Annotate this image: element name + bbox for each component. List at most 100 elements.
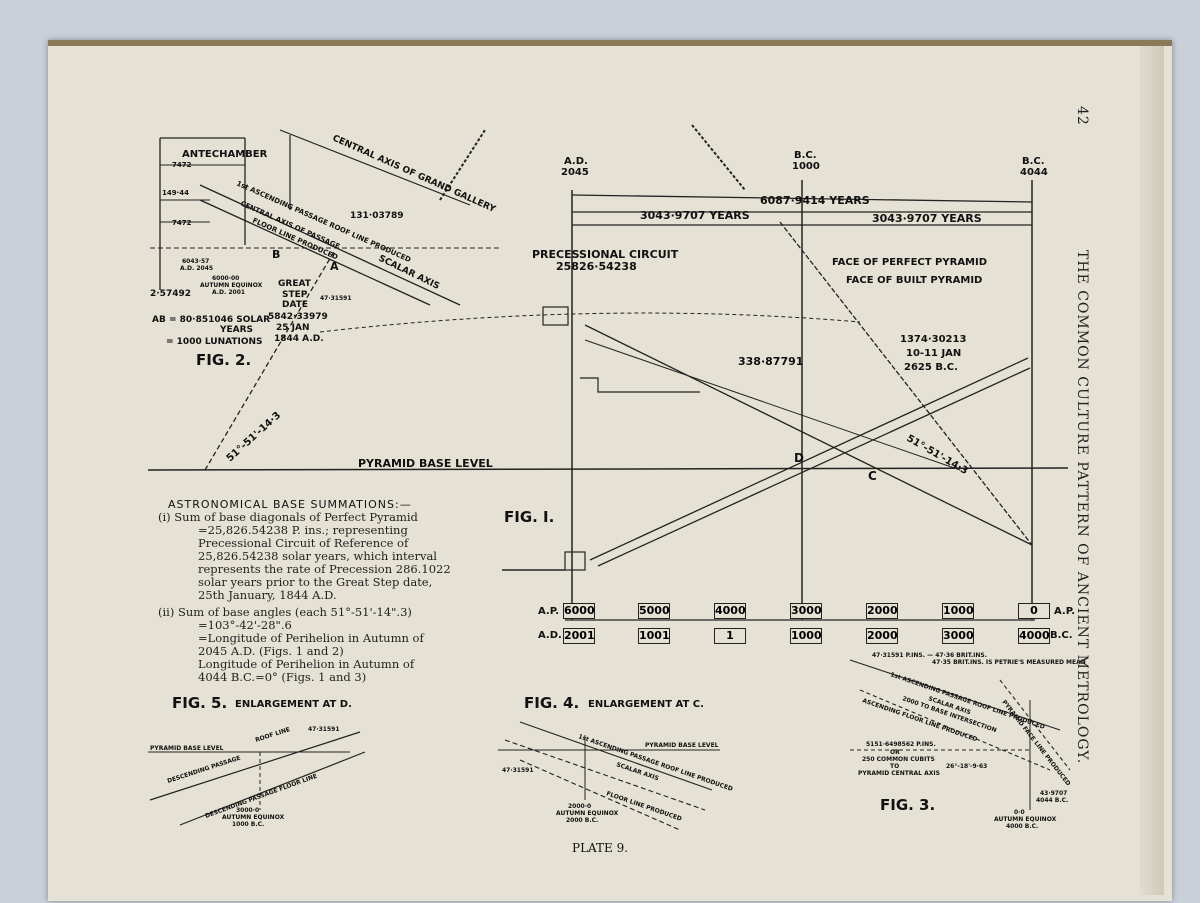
- great-step-3: DATE: [282, 300, 308, 310]
- ap-scale-cell: 5000: [638, 603, 670, 619]
- fig3-title: FIG. 3.: [880, 796, 935, 814]
- ad-scale-cell: 1: [714, 628, 746, 644]
- fig3-cubits: 250 COMMON CUBITS: [862, 756, 935, 763]
- summation-line: =25,826.54238 P. ins.; representing: [198, 523, 408, 537]
- summation-line: (ii) Sum of base angles (each 51°-51'-14…: [158, 605, 412, 619]
- years-left: 3043·9707 YEARS: [640, 209, 750, 222]
- marker-year: 4044: [1020, 167, 1048, 178]
- summation-line: 25,826.54238 solar years, which interval: [198, 549, 437, 563]
- fig5-roof: ROOF LINE: [254, 726, 291, 744]
- value-338: 338·87791: [738, 355, 803, 368]
- v-6000-date: A.D. 2001: [212, 289, 245, 296]
- fig5-subtitle: ENLARGEMENT AT D.: [235, 699, 352, 710]
- grand-gallery: CENTRAL AXIS OF GRAND GALLERY: [331, 134, 498, 215]
- v-131: 131·03789: [350, 211, 404, 221]
- v-25jan: 25 JAN: [276, 323, 310, 333]
- ap-scale-cell: 4000: [714, 603, 746, 619]
- precessional-value: 25826·54238: [556, 260, 637, 273]
- fig3-v5151: 5151·6498562 P.INS.: [866, 741, 936, 748]
- fig1-base-level: PYRAMID BASE LEVEL: [358, 457, 493, 470]
- ad-scale-cell: 4000: [1018, 628, 1050, 644]
- summation-line: =Longitude of Perihelion in Autumn of: [198, 631, 424, 645]
- v-1844: 1844 A.D.: [274, 334, 324, 344]
- fig5-date: 1000 B.C.: [232, 821, 264, 828]
- summation-line: Longitude of Perihelion in Autumn of: [198, 657, 415, 671]
- face-perfect: FACE OF PERFECT PYRAMID: [832, 257, 987, 268]
- face-built: FACE OF BUILT PYRAMID: [846, 275, 982, 286]
- ap-scale-cell: 1000: [942, 603, 974, 619]
- astronomical-summations: ASTRONOMICAL BASE SUMMATIONS:— (i) Sum o…: [158, 498, 458, 684]
- marker-era: A.D.: [564, 156, 588, 167]
- ap-label-right: A.P.: [1054, 606, 1075, 617]
- ap-scale-cell: 6000: [563, 603, 595, 619]
- years-right: 3043·9707 YEARS: [872, 212, 982, 225]
- v-7472b: 7472: [172, 219, 192, 227]
- summation-line: 2045 A.D. (Figs. 1 and 2): [198, 644, 344, 658]
- v-1494: 149·44: [162, 189, 189, 197]
- fig4-v2000: 2000·0: [568, 803, 591, 810]
- fig3-face: PYRAMID FACE LINE PRODUCED: [1000, 699, 1071, 787]
- bc-label-right: B.C.: [1050, 630, 1073, 641]
- ad-scale-cell: 3000: [942, 628, 974, 644]
- marker-era: B.C.: [794, 150, 817, 161]
- v-7472a: 7472: [172, 161, 192, 169]
- summation-line: =103°-42'-28".6: [198, 618, 292, 632]
- fig3-date: 4000 B.C.: [1006, 823, 1038, 830]
- fig5-v47: 47·31591: [308, 726, 340, 733]
- fig5-descending: DESCENDING PASSAGE: [166, 755, 241, 785]
- ab-line-3: = 1000 LUNATIONS: [166, 337, 263, 347]
- ad-scale-cell: 2001: [563, 628, 595, 644]
- fig3-v00: 0·0: [1014, 809, 1025, 816]
- v-6043: 6043·57: [182, 258, 209, 265]
- fig2-angle: 51°-51'-14·3: [225, 410, 284, 464]
- fig3-v4044: 4044 B.C.: [1036, 797, 1068, 804]
- ap-scale-cell: 2000: [866, 603, 898, 619]
- ap-scale-cell: 3000: [790, 603, 822, 619]
- ab-line-2: YEARS: [219, 325, 253, 335]
- ad-label: A.D.: [538, 630, 562, 641]
- summation-line: represents the rate of Precession 286.10…: [198, 562, 451, 576]
- fig3-or: OR: [890, 749, 900, 756]
- fig2-title: FIG. 2.: [196, 351, 251, 369]
- point-d: D: [794, 451, 804, 465]
- summation-line: 25th January, 1844 A.D.: [198, 588, 337, 602]
- fig3-central: PYRAMID CENTRAL AXIS: [858, 770, 940, 777]
- great-step: GREAT: [278, 279, 312, 289]
- fig1-title: FIG. I.: [504, 508, 554, 526]
- fig5-eq: AUTUMN EQUINOX: [222, 814, 285, 821]
- v-6000: 6000·00: [212, 275, 239, 282]
- great-step-2: STEP: [282, 290, 308, 300]
- ad-scale-cell: 2000: [866, 628, 898, 644]
- fig4-subtitle: ENLARGEMENT AT C.: [588, 699, 704, 710]
- plate-label: PLATE 9.: [572, 841, 628, 855]
- antechamber: ANTECHAMBER: [182, 149, 268, 160]
- precessional-circuit: PRECESSIONAL CIRCUIT: [532, 248, 679, 261]
- fig1-angle: 51°-51'-14·3: [905, 433, 970, 477]
- value-1374: 1374·30213: [900, 334, 966, 345]
- fig3-line1: 47·31591 P.INS. — 47·36 BRIT.INS.: [872, 652, 987, 659]
- running-head: THE COMMON CULTURE PATTERN OF ANCIENT ME…: [1074, 250, 1090, 765]
- ap-scale-cell: 0: [1018, 603, 1050, 619]
- point-a: A: [330, 260, 339, 273]
- summations-heading: ASTRONOMICAL BASE SUMMATIONS:—: [168, 498, 412, 511]
- fig4-title: FIG. 4.: [524, 694, 579, 712]
- v-257: 2·57492: [150, 289, 191, 299]
- fig3-v43: 43·9707: [1040, 790, 1067, 797]
- ap-label: A.P.: [538, 606, 559, 617]
- fig3-line2: 47·35 BRIT.INS. IS PETRIE'S MEASURED MEA…: [932, 659, 1086, 666]
- summation-line: (i) Sum of base diagonals of Perfect Pyr…: [158, 510, 418, 524]
- point-b: B: [272, 248, 280, 261]
- fig3-to: TO: [890, 763, 899, 770]
- marker-year: 2045: [561, 167, 589, 178]
- fig5-base: PYRAMID BASE LEVEL: [150, 745, 224, 752]
- page-number: 42: [1074, 106, 1090, 126]
- fig5-v3000: 3000·0: [236, 807, 259, 814]
- fig4-floor: FLOOR LINE PRODUCED: [605, 790, 682, 822]
- fig4-date: 2000 B.C.: [566, 817, 598, 824]
- fig3-eq: AUTUMN EQUINOX: [994, 816, 1057, 823]
- fig3-angle: 26°-18'-9·63: [946, 763, 987, 770]
- v-6043-date: A.D. 2045: [180, 265, 213, 272]
- fig5-floor: DESCENDING PASSAGE FLOOR LINE: [204, 773, 318, 820]
- page-edge: [1140, 46, 1164, 895]
